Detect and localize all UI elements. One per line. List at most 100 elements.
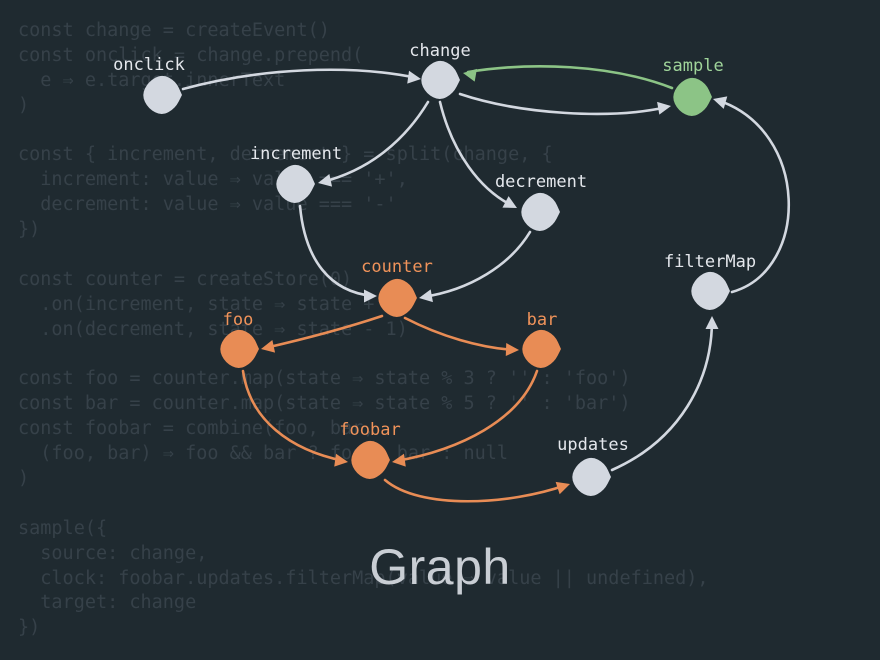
node-label: onclick xyxy=(113,55,185,75)
edge-change-to-increment xyxy=(318,100,430,187)
edge-bar-to-foobar xyxy=(392,369,539,467)
node-label: bar xyxy=(527,310,558,330)
edge-line xyxy=(458,92,669,116)
edge-line xyxy=(715,98,790,294)
node-label: increment xyxy=(250,144,342,164)
node-foo: foo xyxy=(220,310,259,368)
edge-line xyxy=(438,100,515,208)
code-line: const { increment, decrement } = split(c… xyxy=(18,144,553,166)
edge-line xyxy=(403,316,517,352)
edge-sample-to-change xyxy=(463,65,674,90)
arrowhead-icon xyxy=(705,316,719,329)
node-filterMap: filterMap xyxy=(664,252,756,310)
node-label: foo xyxy=(223,310,254,330)
edge-line xyxy=(320,100,430,184)
edge-line xyxy=(466,65,674,90)
edge-decrement-to-counter xyxy=(419,230,532,303)
code-line: const bar = counter.map(state ⇒ state % … xyxy=(18,393,631,415)
arrowhead-icon xyxy=(318,173,333,187)
edges xyxy=(181,65,790,503)
edge-change-to-sample xyxy=(458,92,671,116)
node-counter: counter xyxy=(361,257,433,317)
node-circle xyxy=(143,75,182,114)
code-line: clock: foobar.updates.filterMap(value ⇒ … xyxy=(18,567,709,589)
arrowhead-icon xyxy=(364,289,377,303)
node-decrement: decrement xyxy=(495,172,587,231)
edge-change-to-decrement xyxy=(438,100,517,208)
node-label: decrement xyxy=(495,172,587,192)
arrowhead-icon xyxy=(392,453,406,467)
edge-line xyxy=(610,318,714,472)
node-sample: sample xyxy=(662,56,724,116)
code-line: source: change, xyxy=(18,542,208,564)
code-line: ) xyxy=(18,468,30,490)
arrowhead-icon xyxy=(657,101,671,115)
node-circle xyxy=(522,329,561,368)
arrowhead-icon xyxy=(261,339,276,353)
edge-line xyxy=(421,230,532,299)
node-circle xyxy=(421,60,460,99)
code-line: e ⇒ e.target.innerText xyxy=(40,69,286,91)
node-label: change xyxy=(409,41,470,61)
node-circle xyxy=(572,457,611,496)
code-line: }) xyxy=(18,219,41,241)
arrowhead-icon xyxy=(502,196,517,208)
edge-counter-to-bar xyxy=(403,316,519,357)
node-label: sample xyxy=(662,56,723,76)
arrowhead-icon xyxy=(463,68,477,82)
code-line: .on(increment, state ⇒ state + 1) xyxy=(18,293,408,315)
edge-counter-to-foo xyxy=(261,314,384,353)
node-circle xyxy=(691,271,730,310)
graph-title: Graph xyxy=(369,539,511,595)
code-line: const foobar = combine(foo, bar, xyxy=(18,418,375,440)
node-circle xyxy=(276,164,315,203)
node-circle xyxy=(220,329,259,368)
code-line: (foo, bar) ⇒ foo && bar ? foo + bar : nu… xyxy=(18,443,509,465)
node-circle xyxy=(521,192,560,231)
node-circle xyxy=(673,77,712,116)
node-change: change xyxy=(409,41,471,99)
edge-line xyxy=(394,369,539,463)
edge-line xyxy=(383,478,568,503)
edge-line xyxy=(181,68,419,91)
arrowhead-icon xyxy=(555,481,570,495)
node-label: updates xyxy=(557,435,629,455)
arrowhead-icon xyxy=(505,343,519,357)
code-line: const counter = createStore(0) xyxy=(18,268,353,290)
arrowhead-icon xyxy=(419,289,433,303)
edge-onclick-to-change xyxy=(181,68,421,91)
node-label: foobar xyxy=(339,420,400,440)
edge-line xyxy=(298,204,375,298)
node-label: filterMap xyxy=(664,252,756,272)
code-line: target: change xyxy=(18,592,197,614)
node-onclick: onclick xyxy=(113,55,185,114)
arrowhead-icon xyxy=(407,70,421,84)
edge-foo-to-foobar xyxy=(241,369,348,467)
code-line: const change = createEvent() xyxy=(18,20,330,41)
arrowhead-icon xyxy=(713,96,728,109)
code-line: sample({ xyxy=(18,517,108,539)
node-circle xyxy=(351,440,390,479)
background-code: const change = createEvent() const onclic… xyxy=(18,19,709,641)
code-line: }) xyxy=(18,617,41,639)
node-label: counter xyxy=(361,257,433,277)
node-updates: updates xyxy=(557,435,629,496)
edge-increment-to-counter xyxy=(298,204,377,303)
code-line: const foo = counter.map(state ⇒ state % … xyxy=(18,368,631,390)
edge-updates-to-filterMap xyxy=(610,316,719,472)
edge-foobar-to-updates xyxy=(383,478,570,503)
arrowhead-icon xyxy=(334,453,348,467)
code-line: const onclick = change.prepend( xyxy=(18,44,364,66)
node-increment: increment xyxy=(250,144,342,203)
node-circle xyxy=(378,278,417,317)
edge-filterMap-to-sample xyxy=(713,96,790,294)
nodes: onclick change sample increment decrement cou… xyxy=(113,41,756,496)
code-line: ) xyxy=(18,94,30,116)
edge-line xyxy=(241,369,346,463)
node-foobar: foobar xyxy=(339,420,401,479)
node-bar: bar xyxy=(522,310,561,368)
edge-line xyxy=(263,314,384,350)
code-line: decrement: value ⇒ value === '-' xyxy=(18,194,397,216)
